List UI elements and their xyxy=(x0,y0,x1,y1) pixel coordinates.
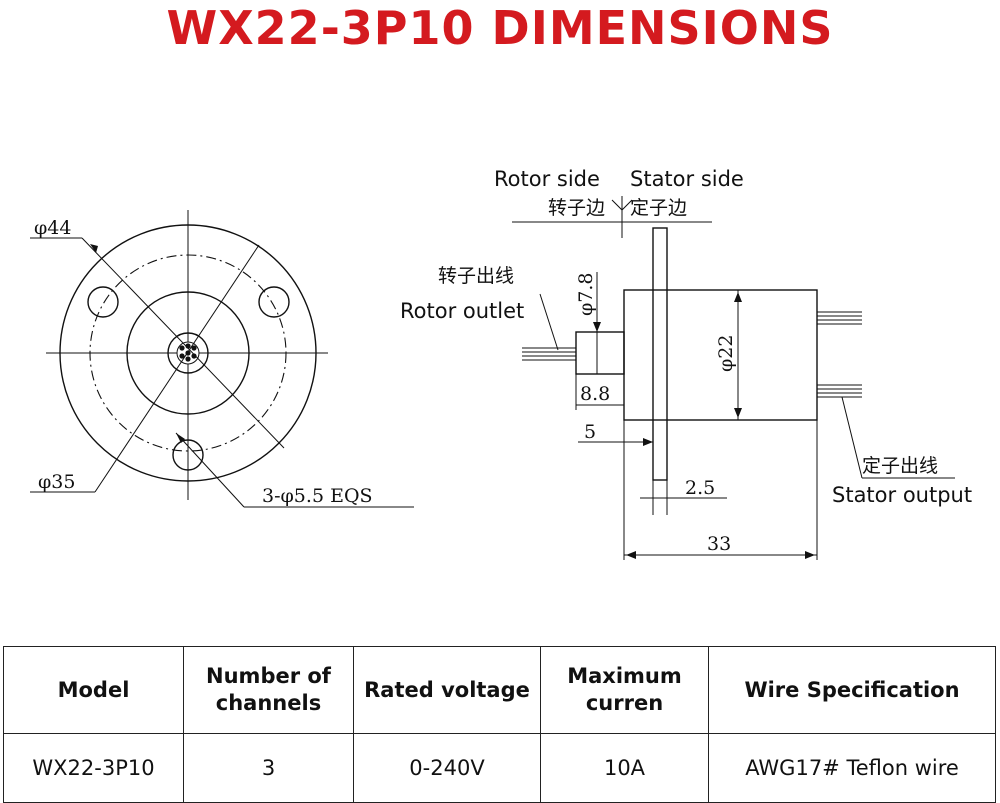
stator-output-label: Stator output xyxy=(832,483,972,507)
flange xyxy=(652,227,668,481)
body-outline xyxy=(126,291,250,415)
rotor-shaft xyxy=(575,331,625,375)
dimension-drawing: φ44 φ35 3-φ5.5 EQS Rotor side Stator sid… xyxy=(30,167,972,560)
body-diameter-label: φ22 xyxy=(715,335,737,372)
header-model: Model xyxy=(3,646,184,734)
stator-side-cn-label: 定子边 xyxy=(630,197,687,219)
hole-circle xyxy=(89,254,287,452)
rotor-outlet-cn-label: 转子出线 xyxy=(438,265,514,287)
stator-wires-top xyxy=(817,311,862,325)
stator-output-cn-label: 定子出线 xyxy=(862,455,938,477)
rotor-diameter-label: φ7.8 xyxy=(575,272,597,316)
side-view: Rotor side Stator side 转子边 定子边 xyxy=(400,167,972,560)
header-wire-spec: Wire Specification xyxy=(708,646,996,734)
stator-wires-bottom xyxy=(817,384,862,398)
cell-channels: 3 xyxy=(183,733,354,803)
wire-bundle xyxy=(176,341,200,365)
stator-side-label: Stator side xyxy=(630,167,744,191)
header-voltage: Rated voltage xyxy=(353,646,541,734)
table-row: WX22-3P10 3 0-240V 10A AWG17# Teflon wir… xyxy=(3,733,996,803)
mount-hole xyxy=(87,286,119,318)
mount-hole xyxy=(258,286,290,318)
front-view: φ44 φ35 3-φ5.5 EQS xyxy=(30,210,414,508)
cell-wire-spec: AWG17# Teflon wire xyxy=(708,733,996,803)
flange-outline xyxy=(59,224,317,482)
header-current: Maximum curren xyxy=(540,646,709,734)
rotor-side-label: Rotor side xyxy=(494,167,600,191)
rotor-outline xyxy=(167,332,209,374)
header-channels: Number of channels xyxy=(183,646,354,734)
rotor-outlet-label: Rotor outlet xyxy=(400,299,524,323)
cell-current: 10A xyxy=(540,733,709,803)
flange-diameter-label: φ44 xyxy=(34,217,71,239)
spec-table: Model Number of channels Rated voltage M… xyxy=(3,646,996,803)
cell-voltage: 0-240V xyxy=(353,733,541,803)
rotor-wires xyxy=(522,347,576,361)
rotor-side-cn-label: 转子边 xyxy=(548,197,605,219)
rotor-length-label: 8.8 xyxy=(580,383,610,405)
mount-hole xyxy=(172,439,204,471)
table-header-row: Model Number of channels Rated voltage M… xyxy=(3,646,996,734)
rotor-to-flange-label: 5 xyxy=(584,421,596,443)
total-length-label: 33 xyxy=(707,533,731,555)
cell-model: WX22-3P10 xyxy=(3,733,184,803)
flange-thickness-label: 2.5 xyxy=(685,477,715,499)
hole-circle-diameter-label: φ35 xyxy=(38,471,75,493)
page-title: WX22-3P10 DIMENSIONS xyxy=(166,1,834,55)
mount-holes-label: 3-φ5.5 EQS xyxy=(262,485,373,507)
